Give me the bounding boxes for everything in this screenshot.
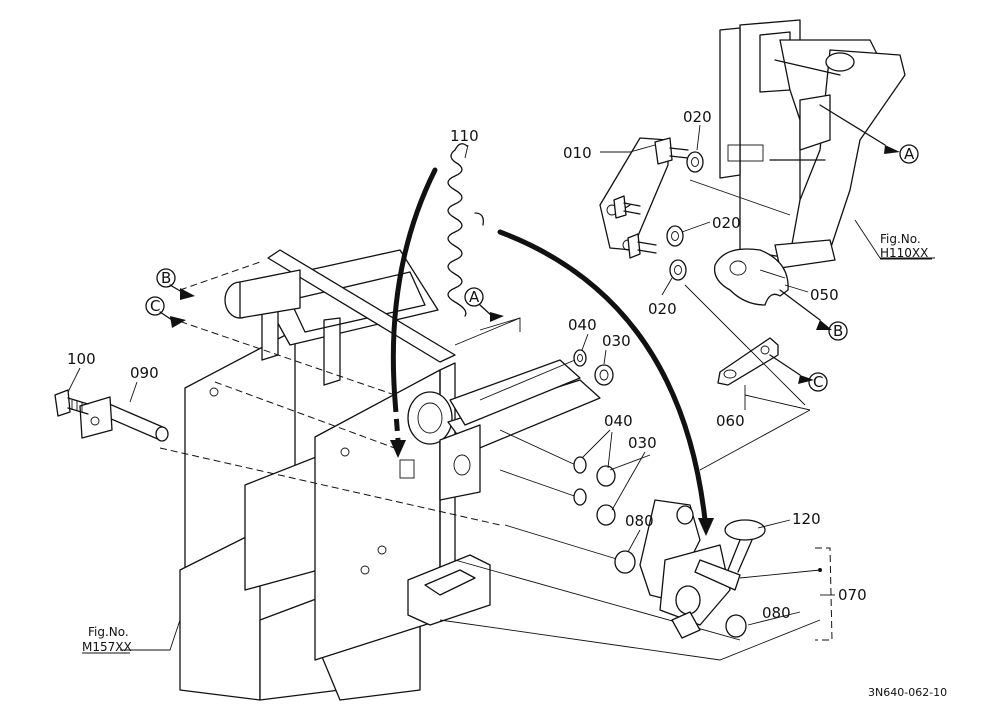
label-110: 110 — [450, 127, 479, 145]
link-060 — [717, 337, 779, 386]
collar-030a — [594, 364, 614, 386]
ref-c-right: C — [813, 373, 823, 391]
drawing-code: 3N640-062-10 — [868, 686, 947, 699]
washer-040a — [573, 349, 587, 367]
label-080-right: 080 — [762, 604, 791, 622]
ref-c-left: C — [150, 297, 160, 315]
cam-050 — [713, 248, 789, 306]
washers-020 — [666, 151, 704, 281]
label-030-mid: 030 — [628, 434, 657, 452]
ref-a-right: A — [904, 145, 915, 163]
pedal-linkage-upper — [719, 19, 906, 269]
bolt-100 — [54, 389, 89, 417]
label-040-top: 040 — [568, 316, 597, 334]
reference-markers: A A B B C C — [145, 144, 919, 392]
assembly-lines-right — [684, 104, 935, 641]
label-060: 060 — [716, 412, 745, 430]
spring-arrows — [390, 167, 714, 536]
label-080-left: 080 — [625, 512, 654, 530]
label-010: 010 — [563, 144, 592, 162]
bushing-080 — [614, 550, 747, 638]
label-100: 100 — [67, 350, 96, 368]
fig-m157-code: M157XX — [82, 640, 132, 654]
figure-references: Fig.No. H110XX Fig.No. M157XX — [82, 232, 932, 654]
label-090: 090 — [130, 364, 159, 382]
ref-b-right: B — [833, 322, 843, 340]
label-120: 120 — [792, 510, 821, 528]
fig-h110-code: H110XX — [880, 246, 928, 260]
bracket-010 — [599, 137, 689, 259]
ref-a-left: A — [469, 288, 480, 306]
pin-090 — [79, 396, 169, 442]
label-020-low: 020 — [648, 300, 677, 318]
label-030-top: 030 — [602, 332, 631, 350]
pedal-assembly-070 — [639, 499, 766, 639]
label-020-mid: 020 — [712, 214, 741, 232]
fig-h110-label: Fig.No. — [880, 232, 921, 246]
main-frame — [179, 249, 601, 701]
collar-030b — [596, 465, 616, 526]
reference-arrows — [159, 145, 900, 384]
label-040-mid: 040 — [604, 412, 633, 430]
leader-lines — [67, 124, 809, 651]
label-050: 050 — [810, 286, 839, 304]
ref-b-left: B — [161, 269, 171, 287]
label-020-top: 020 — [683, 108, 712, 126]
part-labels: 110 010 020 020 020 050 060 040 030 040 … — [67, 108, 867, 622]
label-070: 070 — [838, 586, 867, 604]
fig-m157-label: Fig.No. — [88, 625, 129, 639]
spring-110 — [447, 143, 484, 317]
washer-040b — [573, 456, 587, 506]
